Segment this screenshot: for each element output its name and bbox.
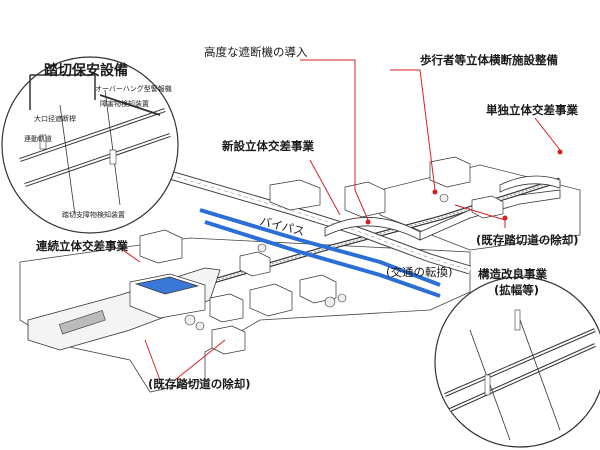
leader-pedestrian [390,69,436,191]
inset-rail-b-inner [24,134,171,186]
label-linked-track: 連動軌道 [24,135,52,143]
crossing-signal [484,374,491,396]
label-crossing-safety: 踏切保安設備 [44,63,128,79]
label-pedestrian-facility: 歩行者等立体横断施設整備 [420,53,558,67]
breaker-bar [99,94,161,116]
inset-road-edge [59,104,76,216]
signal-post [39,134,47,150]
label-advanced-barrier: 高度な遮断機の導入 [204,45,308,59]
building-6 [249,283,293,317]
label-existing-removal-right: (既存踏切道の除却) [476,233,579,247]
river-lower [204,220,441,298]
inset-rail-d-inner [449,344,596,411]
inset-structural-improvement [434,276,600,448]
station-roof [134,276,200,295]
inset-rail-c-inner [444,329,596,396]
building-1 [269,179,321,211]
building-7 [299,274,337,304]
river [199,208,441,298]
marker [365,219,371,225]
building-3 [139,229,183,264]
tree [257,243,267,253]
leader-existing-bottom-a [144,339,161,381]
leader-new-grade [309,159,341,216]
tree [195,321,205,331]
building-2 [344,181,386,218]
building-4 [209,293,244,323]
tree [184,314,196,326]
signal-post [109,149,117,165]
label-structural-improve-1: 構造改良事業 [478,267,547,281]
inset-crossing-safety [1,56,179,234]
river-upper [199,208,441,287]
label-large-breaker: 大口径遮断桿 [34,115,76,123]
leader-continuous [119,247,141,263]
marker [557,149,563,155]
tree [337,293,347,303]
label-new-grade-sep: 新設立体交差事業 [222,139,314,153]
label-continuous-grade-sep: 連続立体交差事業 [36,239,128,253]
label-single-grade-sep: 単独立体交差事業 [486,103,578,117]
bypass-road [168,170,472,275]
building-8 [429,156,471,188]
label-obstacle-detector: 障害物検知装置 [100,100,149,108]
overhang-alarm-frame [29,74,96,110]
inset-road-edge [104,89,121,206]
building-5 [211,325,246,355]
leader-advanced-barrier [300,59,369,221]
inset-rail-a-inner [19,109,166,161]
label-traffic-shift: (交通の転換) [386,265,453,279]
single-overpass [499,175,561,193]
buildings [129,156,504,355]
building-10 [239,251,271,277]
trees [184,193,449,331]
leader-single-grade [534,117,561,151]
inset-circle-left [1,56,179,234]
marker [432,189,438,195]
label-obstacle-alert: 踏切支障物検知装置 [62,211,125,219]
label-overhang-alarm: オーバーハング型警報機 [95,85,172,93]
tree [324,296,336,308]
red-markers [365,149,563,225]
label-existing-removal-bottom: (既存踏切道の除却) [148,377,251,391]
train [59,310,106,335]
marker [502,215,508,221]
leader-existing-bottom-b [174,339,226,381]
bypass-centerline [169,174,471,271]
crossing-signal [514,309,521,331]
tree [439,193,449,203]
overpass-structure [324,175,561,241]
label-structural-improve-2: (拡幅等) [494,283,540,297]
